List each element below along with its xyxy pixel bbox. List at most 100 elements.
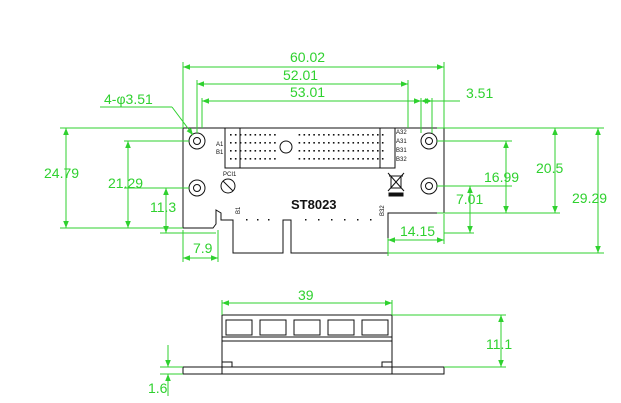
side-connector-cell: [361, 319, 389, 336]
connector-pin: [362, 150, 364, 152]
dim-board-thickness: 1.6: [148, 380, 168, 396]
connector-pin: [264, 142, 266, 144]
pin-b32-label: B32: [396, 157, 407, 163]
connector-pin: [308, 134, 310, 136]
connector-pin: [313, 142, 315, 144]
connector-pin: [342, 134, 345, 136]
connector-pin: [367, 150, 369, 152]
connector-pin: [347, 142, 350, 144]
connector-pin: [244, 134, 247, 136]
connector-pin: [332, 134, 335, 136]
connector-pin: [328, 134, 330, 136]
connector-pin: [372, 158, 374, 160]
connector-pin: [230, 158, 232, 160]
dim-hole-to-edge-left: 11.3: [150, 199, 176, 215]
dim-connector-length: 39: [298, 287, 314, 303]
connector-pin: [298, 150, 301, 152]
connector-pin: [274, 142, 276, 144]
side-connector-cell: [225, 319, 253, 336]
connector-pin: [244, 150, 247, 152]
connector-pin: [303, 142, 306, 144]
connector-pin: [381, 150, 384, 152]
mounting-hole-bottom-left: [188, 179, 206, 197]
connector-pin: [298, 158, 301, 160]
connector-pin: [332, 142, 335, 144]
connector-pin: [269, 150, 271, 152]
connector-pin: [298, 142, 301, 144]
mounting-hole-bottom-right: [420, 177, 438, 195]
connector-key-circle: [279, 140, 293, 154]
connector-pin: [318, 158, 320, 160]
side-connector-cells: [225, 319, 389, 336]
connector-pin: [377, 158, 379, 160]
board-model-label: ST8023: [291, 197, 337, 212]
connector-pin: [357, 142, 359, 144]
connector-pin: [362, 158, 364, 160]
pin-a32-label: A32: [396, 130, 407, 136]
connector-pin: [239, 150, 242, 152]
connector-pin: [372, 150, 374, 152]
connector-pin: [347, 134, 350, 136]
connector-pin: [352, 142, 355, 144]
connector-pin: [313, 150, 315, 152]
dim-connector-height: 11.1: [486, 336, 512, 352]
connector-pin: [269, 134, 271, 136]
connector-pin: [239, 142, 242, 144]
pci-label: PCI1: [223, 172, 237, 178]
side-view-dimensions: [160, 300, 506, 396]
connector-pin: [381, 142, 384, 144]
connector-pin: [313, 134, 315, 136]
dim-hole-pitch-right: 16.99: [484, 169, 519, 185]
connector-pin: [381, 158, 384, 160]
connector-pin: [328, 158, 330, 160]
side-connector-cell: [293, 319, 321, 336]
connector-pin: [249, 158, 252, 160]
dim-hole-to-edge-right: 7.01: [456, 191, 483, 207]
edge-pin-b32-label: B32: [380, 205, 386, 216]
connector-pin: [269, 142, 271, 144]
connector-pin: [367, 158, 369, 160]
connector-pin: [264, 150, 266, 152]
connector-pin: [323, 150, 325, 152]
pin-b1-label: B1: [216, 150, 224, 156]
connector-pin: [254, 150, 257, 152]
connector-pin: [332, 158, 335, 160]
connector-pin: [337, 134, 340, 136]
connector-pin: [337, 150, 340, 152]
connector-pin: [372, 134, 374, 136]
connector-pin: [352, 134, 355, 136]
connector-pin: [352, 150, 355, 152]
connector-pin: [234, 142, 237, 144]
connector-pin: [234, 158, 237, 160]
connector-pin: [269, 158, 271, 160]
connector-pin: [342, 158, 345, 160]
dim-mid-height: 20.5: [536, 160, 563, 176]
connector-pin: [264, 158, 266, 160]
connector-pin: [357, 134, 359, 136]
pin-a1-label: A1: [216, 142, 224, 148]
connector-pin: [377, 150, 379, 152]
connector-pin: [308, 158, 310, 160]
connector-pin: [352, 158, 355, 160]
crossed-bin-icon: [387, 172, 405, 197]
connector-pin: [259, 142, 261, 144]
dim-hole-diameter: 4-φ3.51: [104, 91, 153, 107]
connector-pin: [342, 150, 345, 152]
connector-pin: [381, 134, 384, 136]
connector-pin: [362, 142, 364, 144]
connector-pin: [318, 142, 320, 144]
connector-pin: [274, 150, 276, 152]
dim-hole-pitch-left: 21.29: [108, 175, 143, 191]
connector-pin: [328, 142, 330, 144]
pin-b31-label: B31: [396, 148, 407, 154]
connector-pin: [259, 150, 261, 152]
connector-pin: [239, 134, 242, 136]
dim-right-hole-offset: 3.51: [466, 85, 493, 101]
connector-pin: [254, 158, 257, 160]
connector-pin: [337, 142, 340, 144]
dim-overall-width: 60.02: [290, 49, 325, 65]
connector-pin: [249, 134, 252, 136]
mounting-hole-top-right: [420, 132, 438, 150]
connector-pin: [308, 150, 310, 152]
